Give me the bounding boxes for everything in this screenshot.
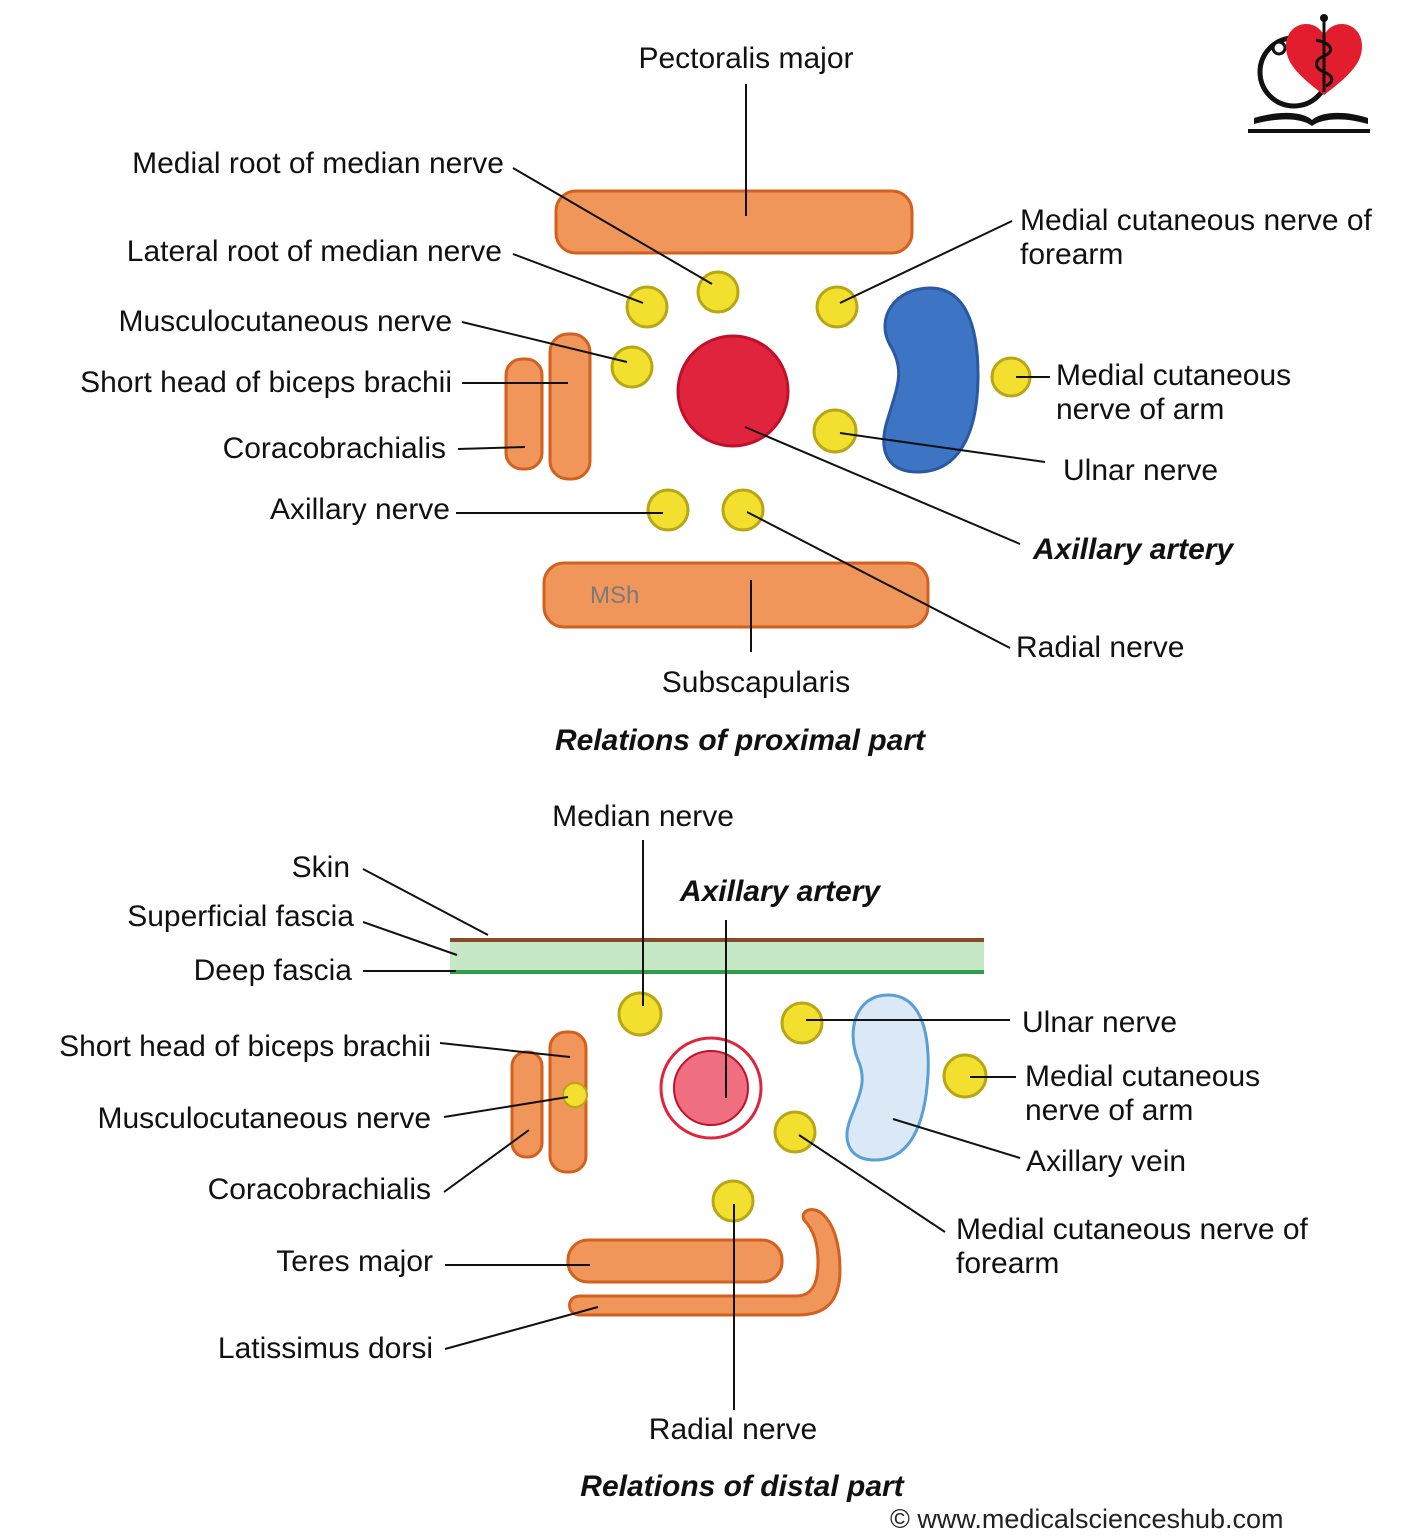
label-subscapularis: Subscapularis: [661, 666, 851, 699]
label-superficial-fascia: Superficial fascia: [127, 900, 354, 933]
teres-major-shape: [566, 1238, 784, 1284]
label-pectoralis-major: Pectoralis major: [638, 42, 854, 75]
axillary-artery-shape: [676, 334, 790, 448]
logo-knob: [1271, 40, 1287, 56]
superficial-fascia-layer: [450, 942, 984, 972]
label-distal-axillary-artery: Axillary artery: [679, 875, 881, 908]
leader-distal-vein: [892, 1118, 1021, 1159]
logo-staff-top: [1320, 14, 1328, 22]
leader-distal-medial-cut-forearm: [798, 1134, 946, 1233]
label-distal-medial-cutaneous-forearm: Medial cutaneous nerve of forearm: [956, 1213, 1308, 1280]
label-teres-major: Teres major: [276, 1245, 433, 1278]
leader-distal-coracobrachialis: [443, 1129, 530, 1193]
label-axillary-nerve: Axillary nerve: [269, 493, 450, 526]
pectoralis-major-shape: [554, 189, 914, 255]
distal-medial-cut-forearm-dot: [773, 1110, 817, 1154]
label-medial-root-median-nerve: Medial root of median nerve: [132, 147, 504, 180]
label-lateral-root-median-nerve: Lateral root of median nerve: [126, 235, 502, 268]
caption-proximal: Relations of proximal part: [554, 724, 926, 757]
latissimus-dorsi-shape: [568, 1208, 842, 1317]
distal-musculocutaneous-dot: [562, 1082, 588, 1108]
leader-axillary-artery: [744, 426, 1021, 545]
label-distal-medial-cutaneous-arm: Medial cutaneous nerve of arm: [1025, 1060, 1261, 1127]
label-skin: Skin: [291, 851, 350, 884]
label-distal-median-nerve: Median nerve: [552, 800, 734, 833]
label-distal-musculocutaneous: Musculocutaneous nerve: [97, 1102, 431, 1135]
distal-axillary-vein-shape: [845, 993, 930, 1162]
label-axillary-artery: Axillary artery: [1033, 533, 1234, 566]
subscapularis-shape: [542, 561, 930, 629]
musculocutaneous-nerve-dot: [610, 345, 654, 389]
leader-medial-cut-forearm: [839, 220, 1013, 304]
label-short-head-biceps: Short head of biceps brachii: [80, 366, 452, 399]
distal-median-nerve-dot: [617, 991, 663, 1037]
logo-serpent: [1315, 38, 1334, 88]
radial-nerve-dot: [721, 488, 765, 532]
axillary-nerve-dot: [646, 488, 690, 532]
caption-distal: Relations of distal part: [580, 1470, 904, 1503]
label-coracobrachialis: Coracobrachialis: [222, 432, 446, 465]
leader-distal-musculocutaneous: [443, 1096, 569, 1118]
label-latissimus-dorsi: Latissimus dorsi: [217, 1332, 433, 1365]
label-distal-ulnar-nerve: Ulnar nerve: [1022, 1006, 1178, 1039]
leader-skin: [362, 868, 489, 936]
label-distal-short-head: Short head of biceps brachii: [59, 1030, 431, 1063]
label-radial-nerve: Radial nerve: [1016, 631, 1185, 664]
label-musculocutaneous-nerve: Musculocutaneous nerve: [118, 305, 452, 338]
leader-coracobrachialis: [457, 446, 526, 450]
leader-medial-root: [512, 167, 713, 285]
logo: [1248, 14, 1370, 133]
label-axillary-vein: Axillary vein: [1026, 1145, 1187, 1178]
copyright-text: © www.medicalscienceshub.com: [890, 1504, 1284, 1534]
leader-superficial-fascia: [362, 921, 458, 956]
distal-section: [362, 840, 1021, 1410]
leader-ulnar: [839, 432, 1046, 463]
label-ulnar-nerve: Ulnar nerve: [1063, 454, 1219, 487]
leader-latissimus: [444, 1306, 599, 1350]
distal-axillary-artery-shape: [673, 1050, 749, 1126]
proximal-leaders: [456, 84, 1050, 652]
lateral-root-median-nerve-dot: [625, 285, 669, 329]
leader-radial: [746, 511, 1011, 649]
label-deep-fascia: Deep fascia: [193, 954, 352, 987]
proximal-section: [456, 84, 1050, 652]
label-medial-cutaneous-forearm: Medial cutaneous nerve of forearm: [1020, 204, 1372, 271]
logo-book: [1254, 112, 1368, 126]
medial-root-median-nerve-dot: [696, 270, 740, 314]
ulnar-nerve-dot: [812, 408, 858, 454]
label-distal-coracobrachialis: Coracobrachialis: [207, 1173, 431, 1206]
leader-distal-short-head: [439, 1042, 571, 1058]
short-head-biceps-shape: [548, 332, 592, 481]
label-medial-cutaneous-arm: Medial cutaneous nerve of arm: [1056, 359, 1292, 426]
distal-leaders: [362, 840, 1021, 1410]
muscle-mark: MSh: [590, 582, 640, 609]
label-distal-radial-nerve: Radial nerve: [648, 1413, 818, 1446]
leader-musculocutaneous: [461, 321, 628, 363]
medial-cutaneous-forearm-dot: [815, 285, 859, 329]
axillary-vein-shape: [882, 286, 980, 474]
leader-lateral-root: [512, 253, 644, 304]
distal-ulnar-nerve-dot: [780, 1001, 824, 1045]
coracobrachialis-shape: [504, 357, 544, 471]
